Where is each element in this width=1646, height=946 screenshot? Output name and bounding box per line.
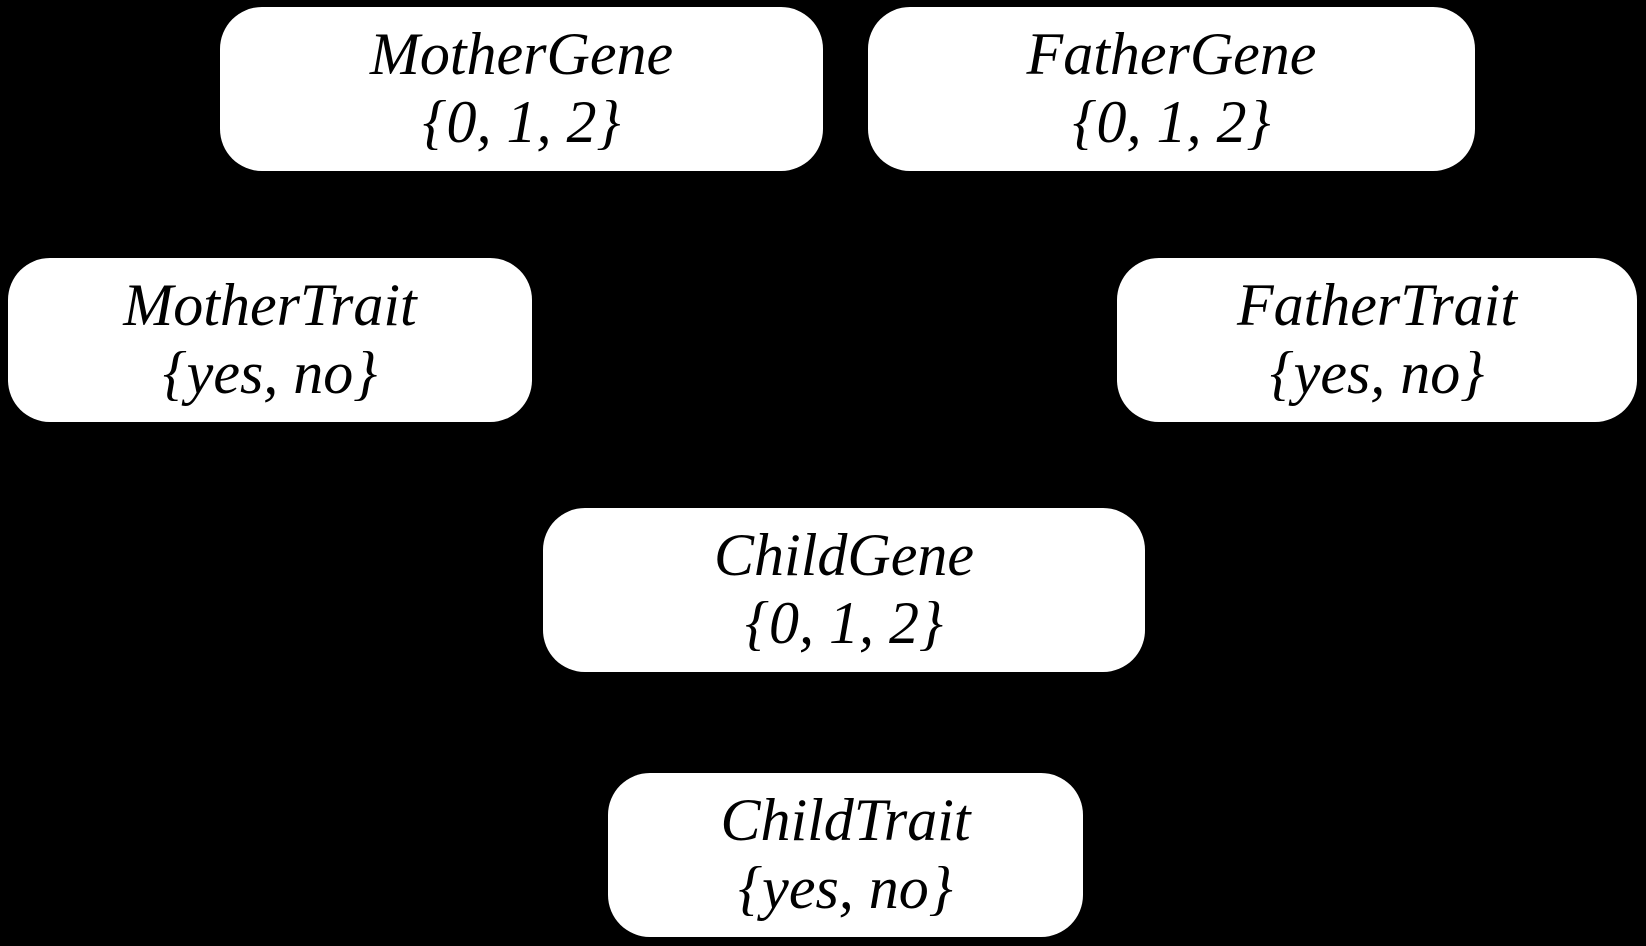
node-mother-gene-title: MotherGene bbox=[369, 21, 674, 88]
node-child-gene: ChildGene {0, 1, 2} bbox=[543, 508, 1145, 672]
node-child-trait: ChildTrait {yes, no} bbox=[608, 773, 1083, 937]
node-father-gene-values: {0, 1, 2} bbox=[1072, 89, 1271, 155]
node-father-gene-title: FatherGene bbox=[1026, 21, 1317, 88]
node-child-gene-values: {0, 1, 2} bbox=[745, 590, 943, 656]
node-father-trait-values: {yes, no} bbox=[1269, 340, 1485, 406]
node-father-trait: FatherTrait {yes, no} bbox=[1117, 258, 1637, 422]
node-child-trait-title: ChildTrait bbox=[720, 787, 971, 854]
node-child-gene-title: ChildGene bbox=[714, 522, 974, 589]
node-mother-gene: MotherGene {0, 1, 2} bbox=[220, 7, 823, 171]
node-child-trait-values: {yes, no} bbox=[738, 855, 953, 921]
node-mother-trait: MotherTrait {yes, no} bbox=[8, 258, 532, 422]
node-mother-trait-title: MotherTrait bbox=[123, 272, 417, 339]
node-father-trait-title: FatherTrait bbox=[1236, 272, 1518, 339]
node-father-gene: FatherGene {0, 1, 2} bbox=[868, 7, 1475, 171]
node-mother-trait-values: {yes, no} bbox=[162, 340, 378, 406]
node-mother-gene-values: {0, 1, 2} bbox=[422, 89, 621, 155]
